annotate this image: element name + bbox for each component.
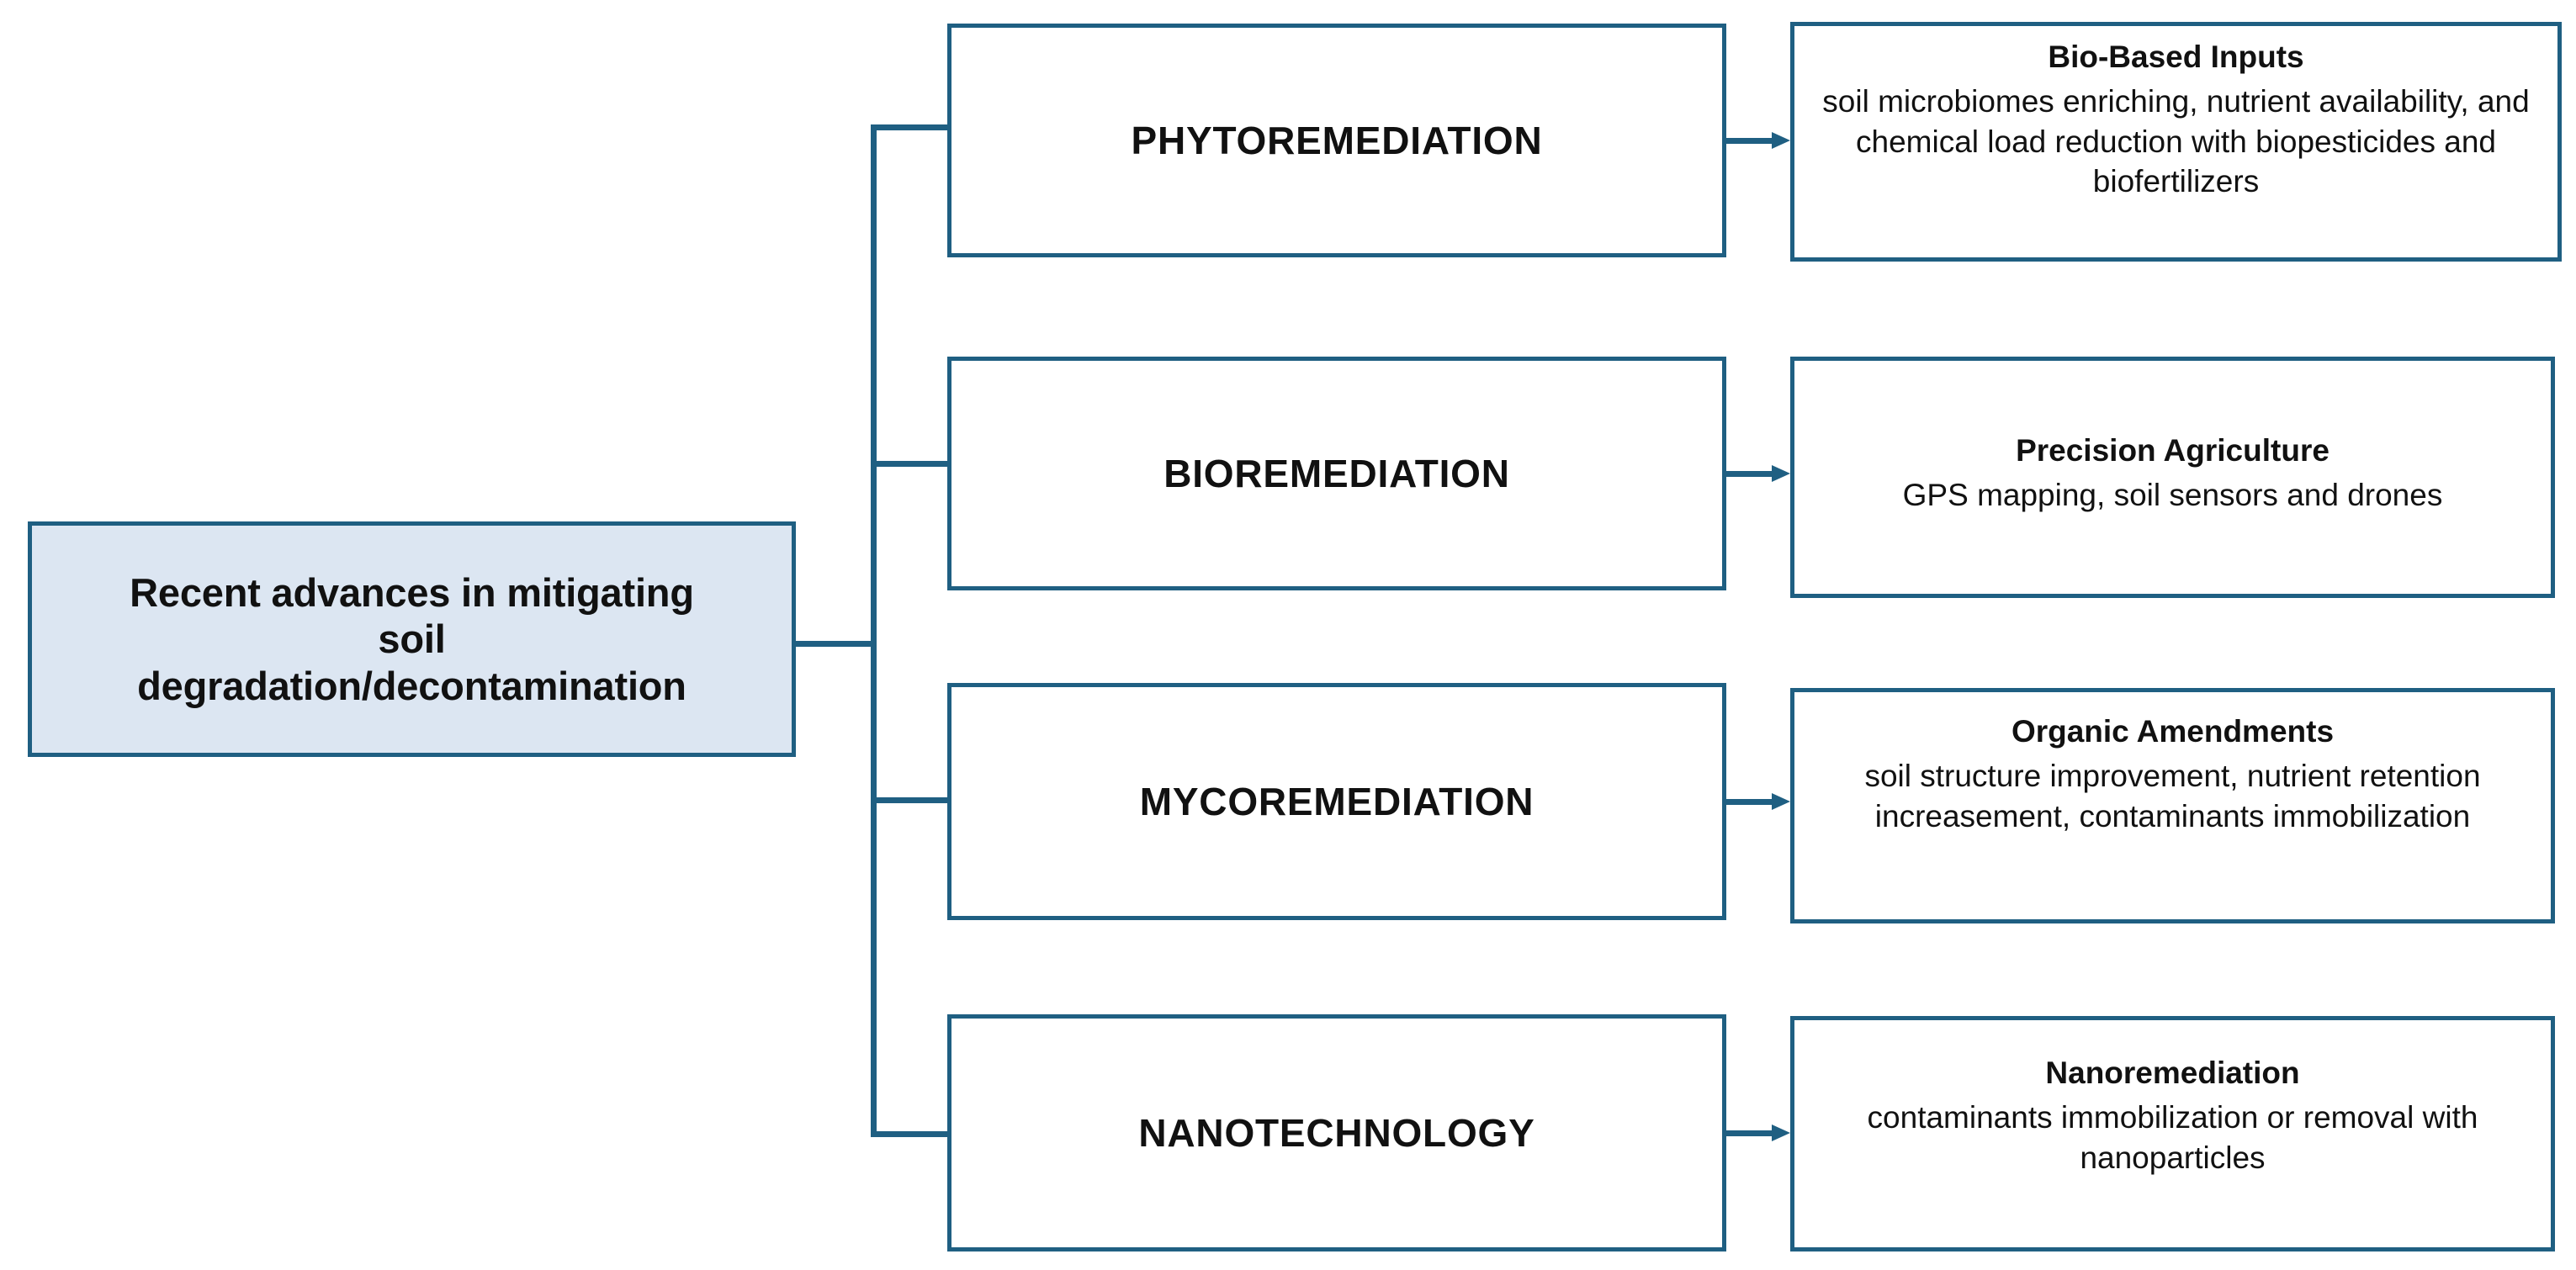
detail-title-precision-agriculture: Precision Agriculture — [2016, 432, 2330, 468]
category-label-nanotechnology: NANOTECHNOLOGY — [1138, 1111, 1535, 1155]
detail-body-precision-agriculture: GPS mapping, soil sensors and drones — [1902, 477, 2443, 512]
detail-title-organic-amendments: Organic Amendments — [2011, 714, 2335, 749]
connector-trunk-to-phytoremediation — [871, 124, 951, 130]
detail-title-nanoremediation: Nanoremediation — [2045, 1056, 2300, 1090]
root-label: Recent advances in mitigating soil degra… — [130, 569, 694, 708]
connector-trunk-vertical — [871, 124, 877, 1137]
category-label-mycoremediation: MYCOREMEDIATION — [1139, 780, 1534, 823]
detail-box-bio-based-inputs[interactable]: Bio-Based Inputs soil microbiomes enrich… — [1790, 22, 2562, 262]
detail-body-nanoremediation: contaminants immobilization or removal w… — [1867, 1100, 2478, 1175]
detail-body-bio-based-inputs: soil microbiomes enriching, nutrient ava… — [1822, 84, 2530, 198]
category-box-nanotechnology[interactable]: NANOTECHNOLOGY — [947, 1014, 1726, 1251]
category-box-phytoremediation[interactable]: PHYTOREMEDIATION — [947, 24, 1726, 257]
arrow-mycoremediation-to-organic-amendments — [1726, 793, 1790, 810]
arrow-nanotechnology-to-nanoremediation — [1726, 1124, 1790, 1141]
category-box-mycoremediation[interactable]: MYCOREMEDIATION — [947, 683, 1726, 920]
connector-root-to-trunk — [796, 641, 877, 647]
root-box[interactable]: Recent advances in mitigating soil degra… — [28, 521, 796, 757]
detail-body-organic-amendments: soil structure improvement, nutrient ret… — [1864, 759, 2481, 833]
connector-trunk-to-bioremediation — [871, 461, 951, 467]
detail-box-precision-agriculture[interactable]: Precision Agriculture GPS mapping, soil … — [1790, 357, 2555, 598]
connector-trunk-to-nanotechnology — [871, 1131, 951, 1137]
detail-box-nanoremediation[interactable]: Nanoremediation contaminants immobilizat… — [1790, 1016, 2555, 1251]
category-label-bioremediation: BIOREMEDIATION — [1163, 452, 1510, 495]
detail-title-bio-based-inputs: Bio-Based Inputs — [2048, 40, 2304, 74]
detail-box-organic-amendments[interactable]: Organic Amendments soil structure improv… — [1790, 688, 2555, 923]
arrow-bioremediation-to-precision-agriculture — [1726, 465, 1790, 482]
category-box-bioremediation[interactable]: BIOREMEDIATION — [947, 357, 1726, 590]
category-label-phytoremediation: PHYTOREMEDIATION — [1131, 119, 1543, 162]
arrow-phytoremediation-to-bio-based-inputs — [1726, 132, 1790, 149]
connector-trunk-to-mycoremediation — [871, 797, 951, 803]
